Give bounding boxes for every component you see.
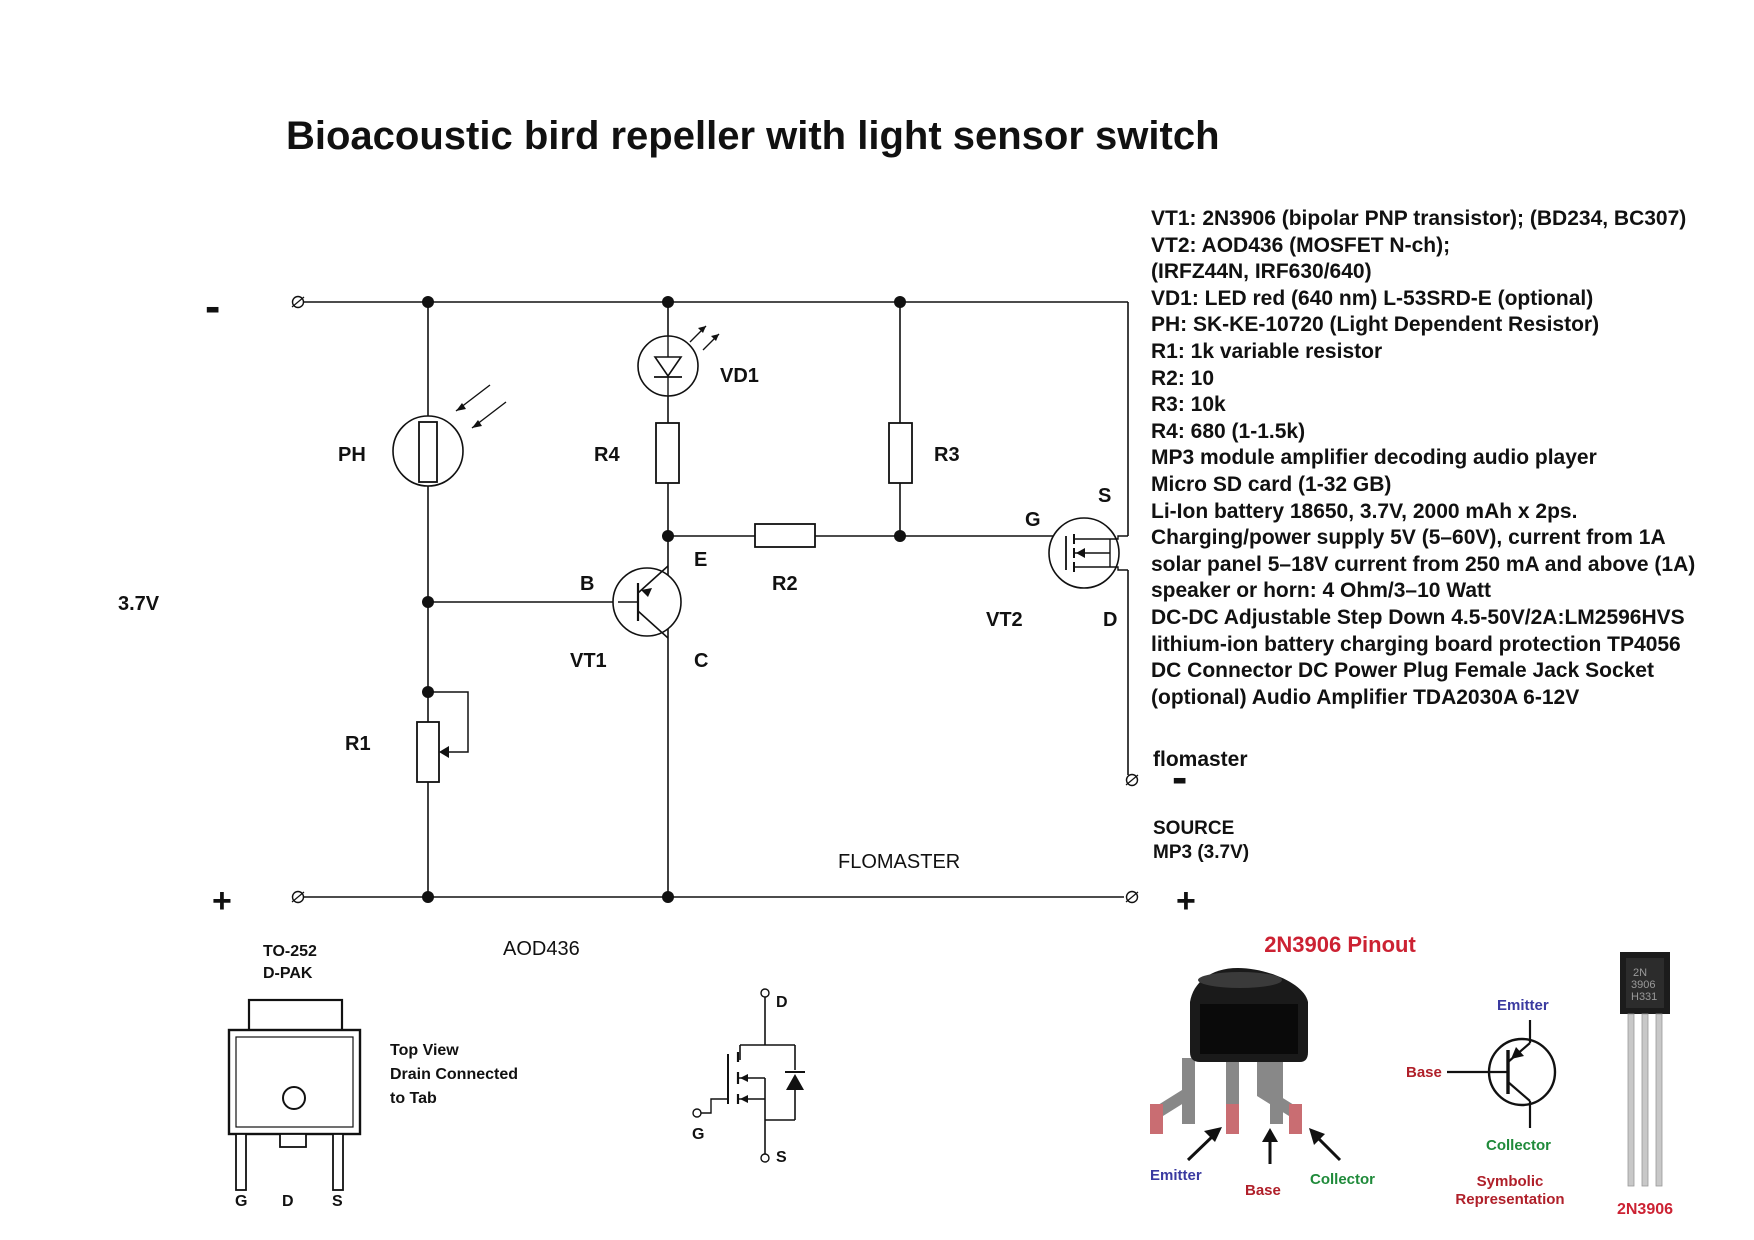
dpak-package-label: TO-252: [263, 943, 317, 960]
mosfet-symbol: [692, 988, 805, 1163]
parts-list-item: Charging/power supply 5V (5–60V), curren…: [1151, 526, 1666, 550]
r3-label: R3: [934, 444, 960, 466]
parts-list-item: (optional) Audio Amplifier TDA2030A 6-12…: [1151, 685, 1580, 709]
transistor-vt2: [1048, 517, 1128, 589]
photo-marking-1: 2N: [1633, 967, 1647, 979]
pin-emitter-label: Emitter: [1150, 1167, 1202, 1184]
r2-label: R2: [772, 573, 798, 595]
dpak-package-label-2: D-PAK: [263, 965, 313, 982]
sym-base-label: Base: [1406, 1064, 1442, 1081]
author-label: flomaster: [1153, 748, 1248, 771]
resistor-r2: [754, 523, 816, 548]
vt2-label: VT2: [986, 609, 1023, 631]
parts-list-item: MP3 module amplifier decoding audio play…: [1151, 446, 1597, 470]
dpak-note-2: Drain Connected: [390, 1066, 518, 1083]
parts-list-item: R4: 680 (1-1.5k): [1151, 419, 1306, 443]
parts-list-item: DC-DC Adjustable Step Down 4.5-50V/2A:LM…: [1151, 605, 1685, 629]
pin-e-label: E: [694, 549, 707, 571]
supply-voltage-label: 3.7V: [118, 593, 160, 615]
pin-d-label: D: [1103, 609, 1117, 631]
vt1-label: VT1: [570, 650, 607, 672]
pin-c-label: C: [694, 650, 708, 672]
parts-list-item: VD1: LED red (640 nm) L-53SRD-E (optiona…: [1151, 286, 1594, 310]
dpak-package-drawing: [227, 998, 362, 1191]
sym-collector-label: Collector: [1486, 1137, 1551, 1154]
photo-marking-3: H331: [1631, 991, 1657, 1003]
dpak-pin-d: D: [282, 1193, 294, 1210]
wires: [302, 301, 1129, 898]
sym-emitter-label: Emitter: [1497, 997, 1549, 1014]
led-vd1: [637, 325, 720, 397]
pinout-arrows: [1186, 1127, 1342, 1164]
dpak-note-3: to Tab: [390, 1090, 437, 1107]
terminal-bottom-left: [291, 890, 305, 904]
parts-list-item: lithium-ion battery charging board prote…: [1151, 632, 1681, 656]
pin-b-label: B: [580, 573, 594, 595]
resistor-r3: [888, 422, 913, 484]
r1-label: R1: [345, 733, 371, 755]
pin-g-label: G: [1025, 509, 1041, 531]
mosfet-pin-d: D: [776, 994, 788, 1011]
source-voltage-label: MP3 (3.7V): [1153, 842, 1249, 863]
parts-list-item: DC Connector DC Power Plug Female Jack S…: [1151, 659, 1654, 683]
parts-list-item: R3: 10k: [1151, 393, 1226, 417]
resistor-r4: [655, 422, 680, 484]
terminal-bottom-right: [1125, 890, 1139, 904]
parts-list-item: VT1: 2N3906 (bipolar PNP transistor); (B…: [1151, 207, 1687, 230]
watermark: FLOMASTER: [838, 851, 960, 873]
minus-mark-left: -: [205, 280, 220, 332]
page-title: Bioacoustic bird repeller with light sen…: [286, 114, 1220, 158]
pnp-symbolic-drawing: [1447, 1020, 1557, 1128]
pinout-title: 2N3906 Pinout: [1264, 932, 1416, 957]
pin-base-label: Base: [1245, 1182, 1281, 1199]
parts-list-item: Li-Ion battery 18650, 3.7V, 2000 mAh x 2…: [1151, 499, 1578, 523]
minus-mark-right: -: [1172, 751, 1187, 803]
plus-mark-left: +: [212, 882, 232, 920]
pin-s-label: S: [1098, 485, 1111, 507]
mosfet-pin-g: G: [692, 1126, 704, 1143]
parts-list-item: speaker or horn: 4 Ohm/3–10 Watt: [1151, 579, 1491, 603]
photo-label: 2N3906: [1617, 1201, 1673, 1218]
parts-list-item: Micro SD card (1-32 GB): [1151, 472, 1392, 496]
source-label: SOURCE: [1153, 818, 1234, 839]
transistor-vt1: [612, 565, 682, 639]
photoresistor-ph: [392, 384, 507, 487]
parts-list-item: VT2: AOD436 (MOSFET N-ch);: [1151, 233, 1451, 257]
parts-list: VT1: 2N3906 (bipolar PNP transistor); (B…: [1151, 206, 1751, 711]
dpak-pin-s: S: [332, 1193, 343, 1210]
terminal-top-left: [291, 295, 305, 309]
parts-list-item: (IRFZ44N, IRF630/640): [1151, 260, 1372, 284]
parts-list-item: R2: 10: [1151, 366, 1215, 390]
transistor-photo: [1620, 952, 1670, 1187]
dpak-note-1: Top View: [390, 1042, 459, 1059]
plus-mark-right: +: [1176, 882, 1196, 920]
symbolic-label-1: Symbolic: [1477, 1173, 1544, 1190]
resistor-r1: [416, 691, 469, 783]
to92-package-drawing: [1150, 968, 1308, 1134]
symbolic-label-2: Representation: [1455, 1191, 1564, 1208]
mosfet-symbol-title: AOD436: [503, 938, 580, 960]
r4-label: R4: [594, 444, 620, 466]
junctions: [422, 296, 906, 903]
parts-list-item: solar panel 5–18V current from 250 mA an…: [1151, 552, 1696, 576]
pin-collector-label: Collector: [1310, 1171, 1375, 1188]
dpak-pin-g: G: [235, 1193, 247, 1210]
vd1-label: VD1: [720, 365, 759, 387]
ph-label: PH: [338, 444, 366, 466]
parts-list-item: R1: 1k variable resistor: [1151, 339, 1383, 363]
terminal-right-drain: [1125, 773, 1139, 787]
parts-list-item: PH: SK-KE-10720 (Light Dependent Resisto…: [1151, 313, 1600, 337]
mosfet-pin-s: S: [776, 1149, 787, 1166]
photo-marking-2: 3906: [1631, 979, 1655, 991]
